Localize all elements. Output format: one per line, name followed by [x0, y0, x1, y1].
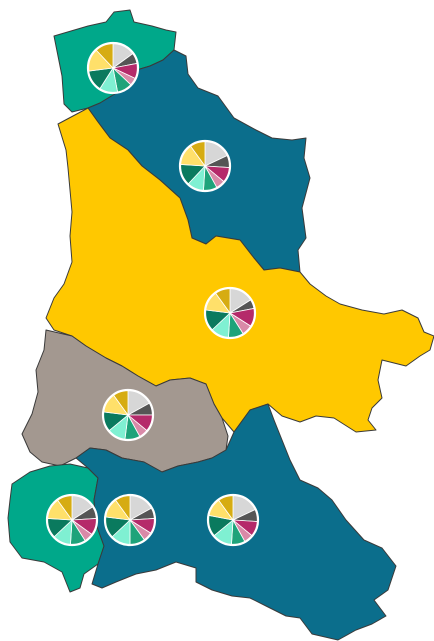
pie-outline: [45, 493, 99, 547]
pie-outline: [86, 41, 140, 95]
pie-chart-layer: [45, 41, 260, 547]
pie-outline: [203, 286, 257, 340]
pie-outline: [103, 493, 157, 547]
pie-chart-north-west-1[interactable]: [86, 41, 140, 95]
pie-outline: [101, 388, 155, 442]
pie-chart-west-4[interactable]: [101, 388, 155, 442]
pie-chart-north-2[interactable]: [178, 139, 232, 193]
pie-chart-south-west-5[interactable]: [45, 493, 99, 547]
pie-chart-south-7[interactable]: [206, 493, 260, 547]
pie-chart-center-3[interactable]: [203, 286, 257, 340]
pie-outline: [206, 493, 260, 547]
pie-outline: [178, 139, 232, 193]
region-center[interactable]: [45, 107, 434, 433]
pie-chart-south-west-6[interactable]: [103, 493, 157, 547]
